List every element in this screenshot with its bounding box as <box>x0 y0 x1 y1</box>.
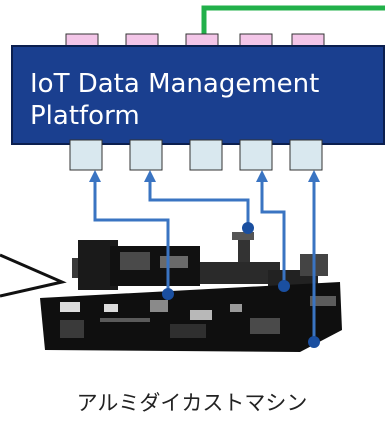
die-casting-machine-image <box>40 232 342 352</box>
bottom-connector-icon <box>129 139 163 171</box>
sensor-dot <box>242 222 254 234</box>
bottom-connector-icon <box>189 139 223 171</box>
machine-caption: アルミダイカストマシン <box>77 391 308 415</box>
sensor-arrow-icon <box>144 170 250 228</box>
sensor-arrow-icon <box>256 170 286 286</box>
bottom-connector-icon <box>69 139 103 171</box>
sensor-dot <box>162 288 174 300</box>
bottom-connector-icon <box>239 139 273 171</box>
sensor-dot <box>308 336 320 348</box>
callout-line <box>0 253 67 298</box>
uplink-line <box>201 5 385 38</box>
sensor-lines <box>89 170 320 342</box>
sensor-points <box>162 222 320 348</box>
bottom-connectors <box>69 139 323 171</box>
sensor-arrow-icon <box>89 170 170 292</box>
platform-title-line1: IoT Data Management <box>30 69 319 99</box>
bottom-connector-icon <box>289 139 323 171</box>
platform-title-line2: Platform <box>30 101 140 131</box>
sensor-dot <box>278 280 290 292</box>
